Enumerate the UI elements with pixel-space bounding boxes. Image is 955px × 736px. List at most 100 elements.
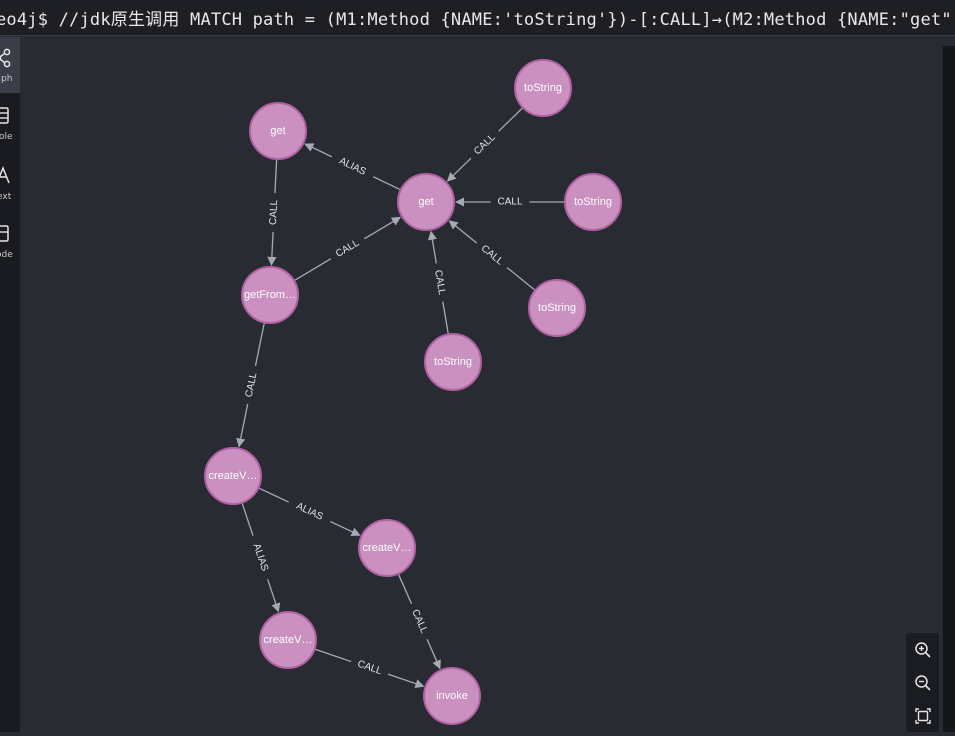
graph-node-createv[interactable]: createV… [358,519,416,577]
zoom-out-button[interactable] [906,666,939,699]
edge-line[interactable] [241,503,254,536]
node-caption: toString [538,302,576,314]
edge-line[interactable] [258,487,289,503]
sidebar-label-code: ode [0,250,13,260]
node-circle[interactable] [259,611,317,669]
node-caption: get [418,196,433,208]
sidebar-item-table[interactable]: ole [0,95,20,151]
relationship-call[interactable]: CALL [446,107,523,182]
relationship-call[interactable]: CALL [315,648,425,688]
edge-arrow[interactable] [363,216,402,240]
edge-line[interactable] [442,301,449,334]
node-circle[interactable] [397,173,455,231]
edge-arrow[interactable] [267,579,281,613]
graph-node-invoke[interactable]: invoke [423,667,481,725]
edge-label: CALL [497,197,522,208]
text-icon [0,165,10,184]
graph-node-tostring[interactable]: toString [564,173,622,231]
relationship-call[interactable]: CALL [236,323,265,448]
node-caption: invoke [436,690,468,702]
edge-line[interactable] [398,574,413,605]
graph-node-createv[interactable]: createV… [204,447,262,505]
edge-line[interactable] [254,323,265,367]
edge-arrow[interactable] [446,157,472,182]
sidebar-item-text[interactable]: ext [0,155,20,211]
fit-screen-button[interactable] [906,699,939,732]
edge-line[interactable] [274,159,278,194]
graph-icon [0,48,11,68]
edge-line[interactable] [506,267,535,291]
edge-label: CALL [356,659,384,678]
edge-arrow[interactable] [330,520,361,536]
node-caption: getFrom… [244,289,296,301]
zoom-controls [906,633,939,732]
node-caption: toString [574,196,612,208]
edge-arrow[interactable] [304,143,332,158]
relationship-call[interactable]: CALL [455,197,564,208]
edge-line[interactable] [294,258,332,281]
graph-node-tostring[interactable]: toString [528,279,586,337]
edge-arrow[interactable] [427,230,437,264]
code-icon [0,225,9,242]
node-caption: createV… [209,470,258,482]
node-caption: get [270,125,285,137]
fit-screen-icon [914,707,931,724]
edge-label: CALL [244,371,260,398]
graph-node-tostring[interactable]: toString [514,59,572,117]
sidebar-item-code[interactable]: ode [0,213,20,269]
node-caption: toString [434,356,472,368]
edge-label: CALL [334,237,361,259]
graph-canvas[interactable]: ALIAS CALL CALL CALL CALL CALL CALL CALL ALIAS AL… [20,37,943,732]
graph-svg[interactable]: ALIAS CALL CALL CALL CALL CALL CALL CALL ALIAS AL… [20,37,943,732]
node-circle[interactable] [424,333,482,391]
query-text[interactable]: eo4j$ //jdk原生调用 MATCH path = (M1:Method … [0,10,955,30]
edge-label: CALL [479,243,506,268]
edge-line[interactable] [372,176,401,191]
relationship-call[interactable]: CALL [398,574,441,670]
edge-arrow[interactable] [387,673,425,688]
graph-node-tostring[interactable]: toString [424,333,482,391]
edge-arrow[interactable] [236,403,249,448]
relationship-call[interactable]: CALL [294,216,402,281]
zoom-in-icon [914,641,931,658]
edge-line[interactable] [498,107,523,132]
relationship-call[interactable]: CALL [267,159,280,266]
sidebar-label-text: ext [0,192,12,202]
zoom-in-button[interactable] [906,633,939,666]
edge-label: CALL [432,269,447,296]
edge-label: CALL [472,132,498,158]
edge-arrow[interactable] [267,231,277,266]
node-circle[interactable] [204,447,262,505]
edge-label: ALIAS [251,542,271,573]
node-circle[interactable] [528,279,586,337]
graph-node-getfrom[interactable]: getFrom… [241,266,299,324]
relationship-alias[interactable]: ALIAS [304,143,401,191]
sidebar-label-graph: ph [1,74,13,84]
node-circle[interactable] [249,102,307,160]
node-caption: createV… [264,634,313,646]
node-circle[interactable] [241,266,299,324]
edge-line[interactable] [315,648,352,663]
graph-node-get[interactable]: get [249,102,307,160]
sidebar-item-graph[interactable]: ph [0,37,20,93]
node-caption: toString [524,82,562,94]
view-sidebar: ph ole ext ode [0,37,20,732]
table-icon [0,107,9,124]
relationship-alias[interactable]: ALIAS [241,503,281,613]
graph-node-get[interactable]: get [397,173,455,231]
relationship-alias[interactable]: ALIAS [258,487,361,536]
edge-arrow[interactable] [448,220,478,244]
edge-label: ALIAS [337,156,368,178]
node-caption: createV… [363,542,412,554]
query-bar[interactable]: eo4j$ //jdk原生调用 MATCH path = (M1:Method … [0,0,955,36]
node-circle[interactable] [564,173,622,231]
right-scroll-strip [943,46,955,732]
node-circle[interactable] [358,519,416,577]
relationship-call[interactable]: CALL [427,230,449,334]
relationship-call[interactable]: CALL [448,220,535,291]
node-circle[interactable] [423,667,481,725]
edge-arrow[interactable] [426,639,441,670]
graph-node-createv[interactable]: createV… [259,611,317,669]
node-circle[interactable] [514,59,572,117]
edge-label: ALIAS [294,501,325,523]
